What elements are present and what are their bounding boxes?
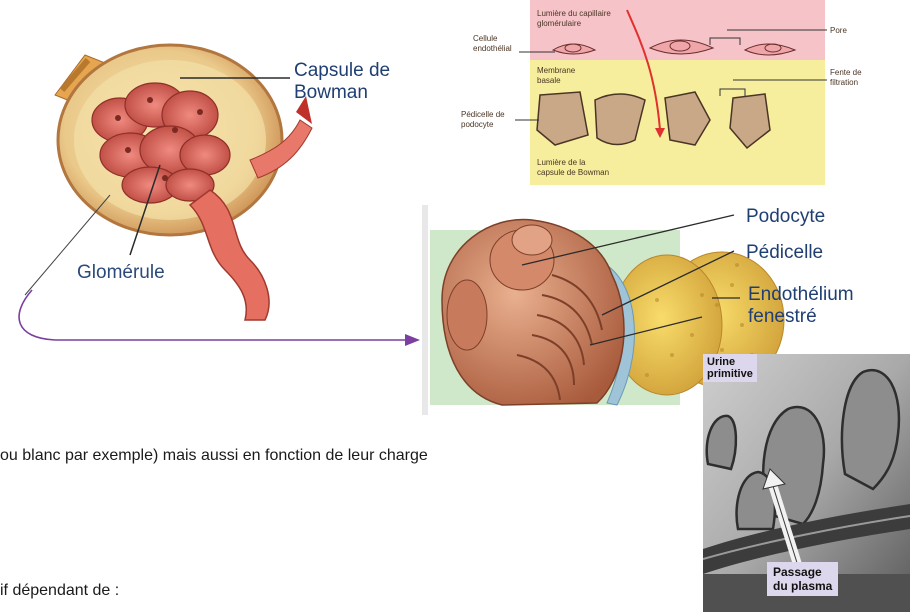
body-text-line-1: ou blanc par exemple) mais aussi en fonc…	[0, 447, 428, 465]
body-text-line-2: if dépendant de :	[0, 582, 119, 600]
plasma-passage-label: Passage du plasma	[767, 562, 838, 596]
micrograph-figure: Urine primitive Passage du plasma	[703, 354, 910, 612]
urine-primitive-label: Urine primitive	[703, 354, 757, 382]
